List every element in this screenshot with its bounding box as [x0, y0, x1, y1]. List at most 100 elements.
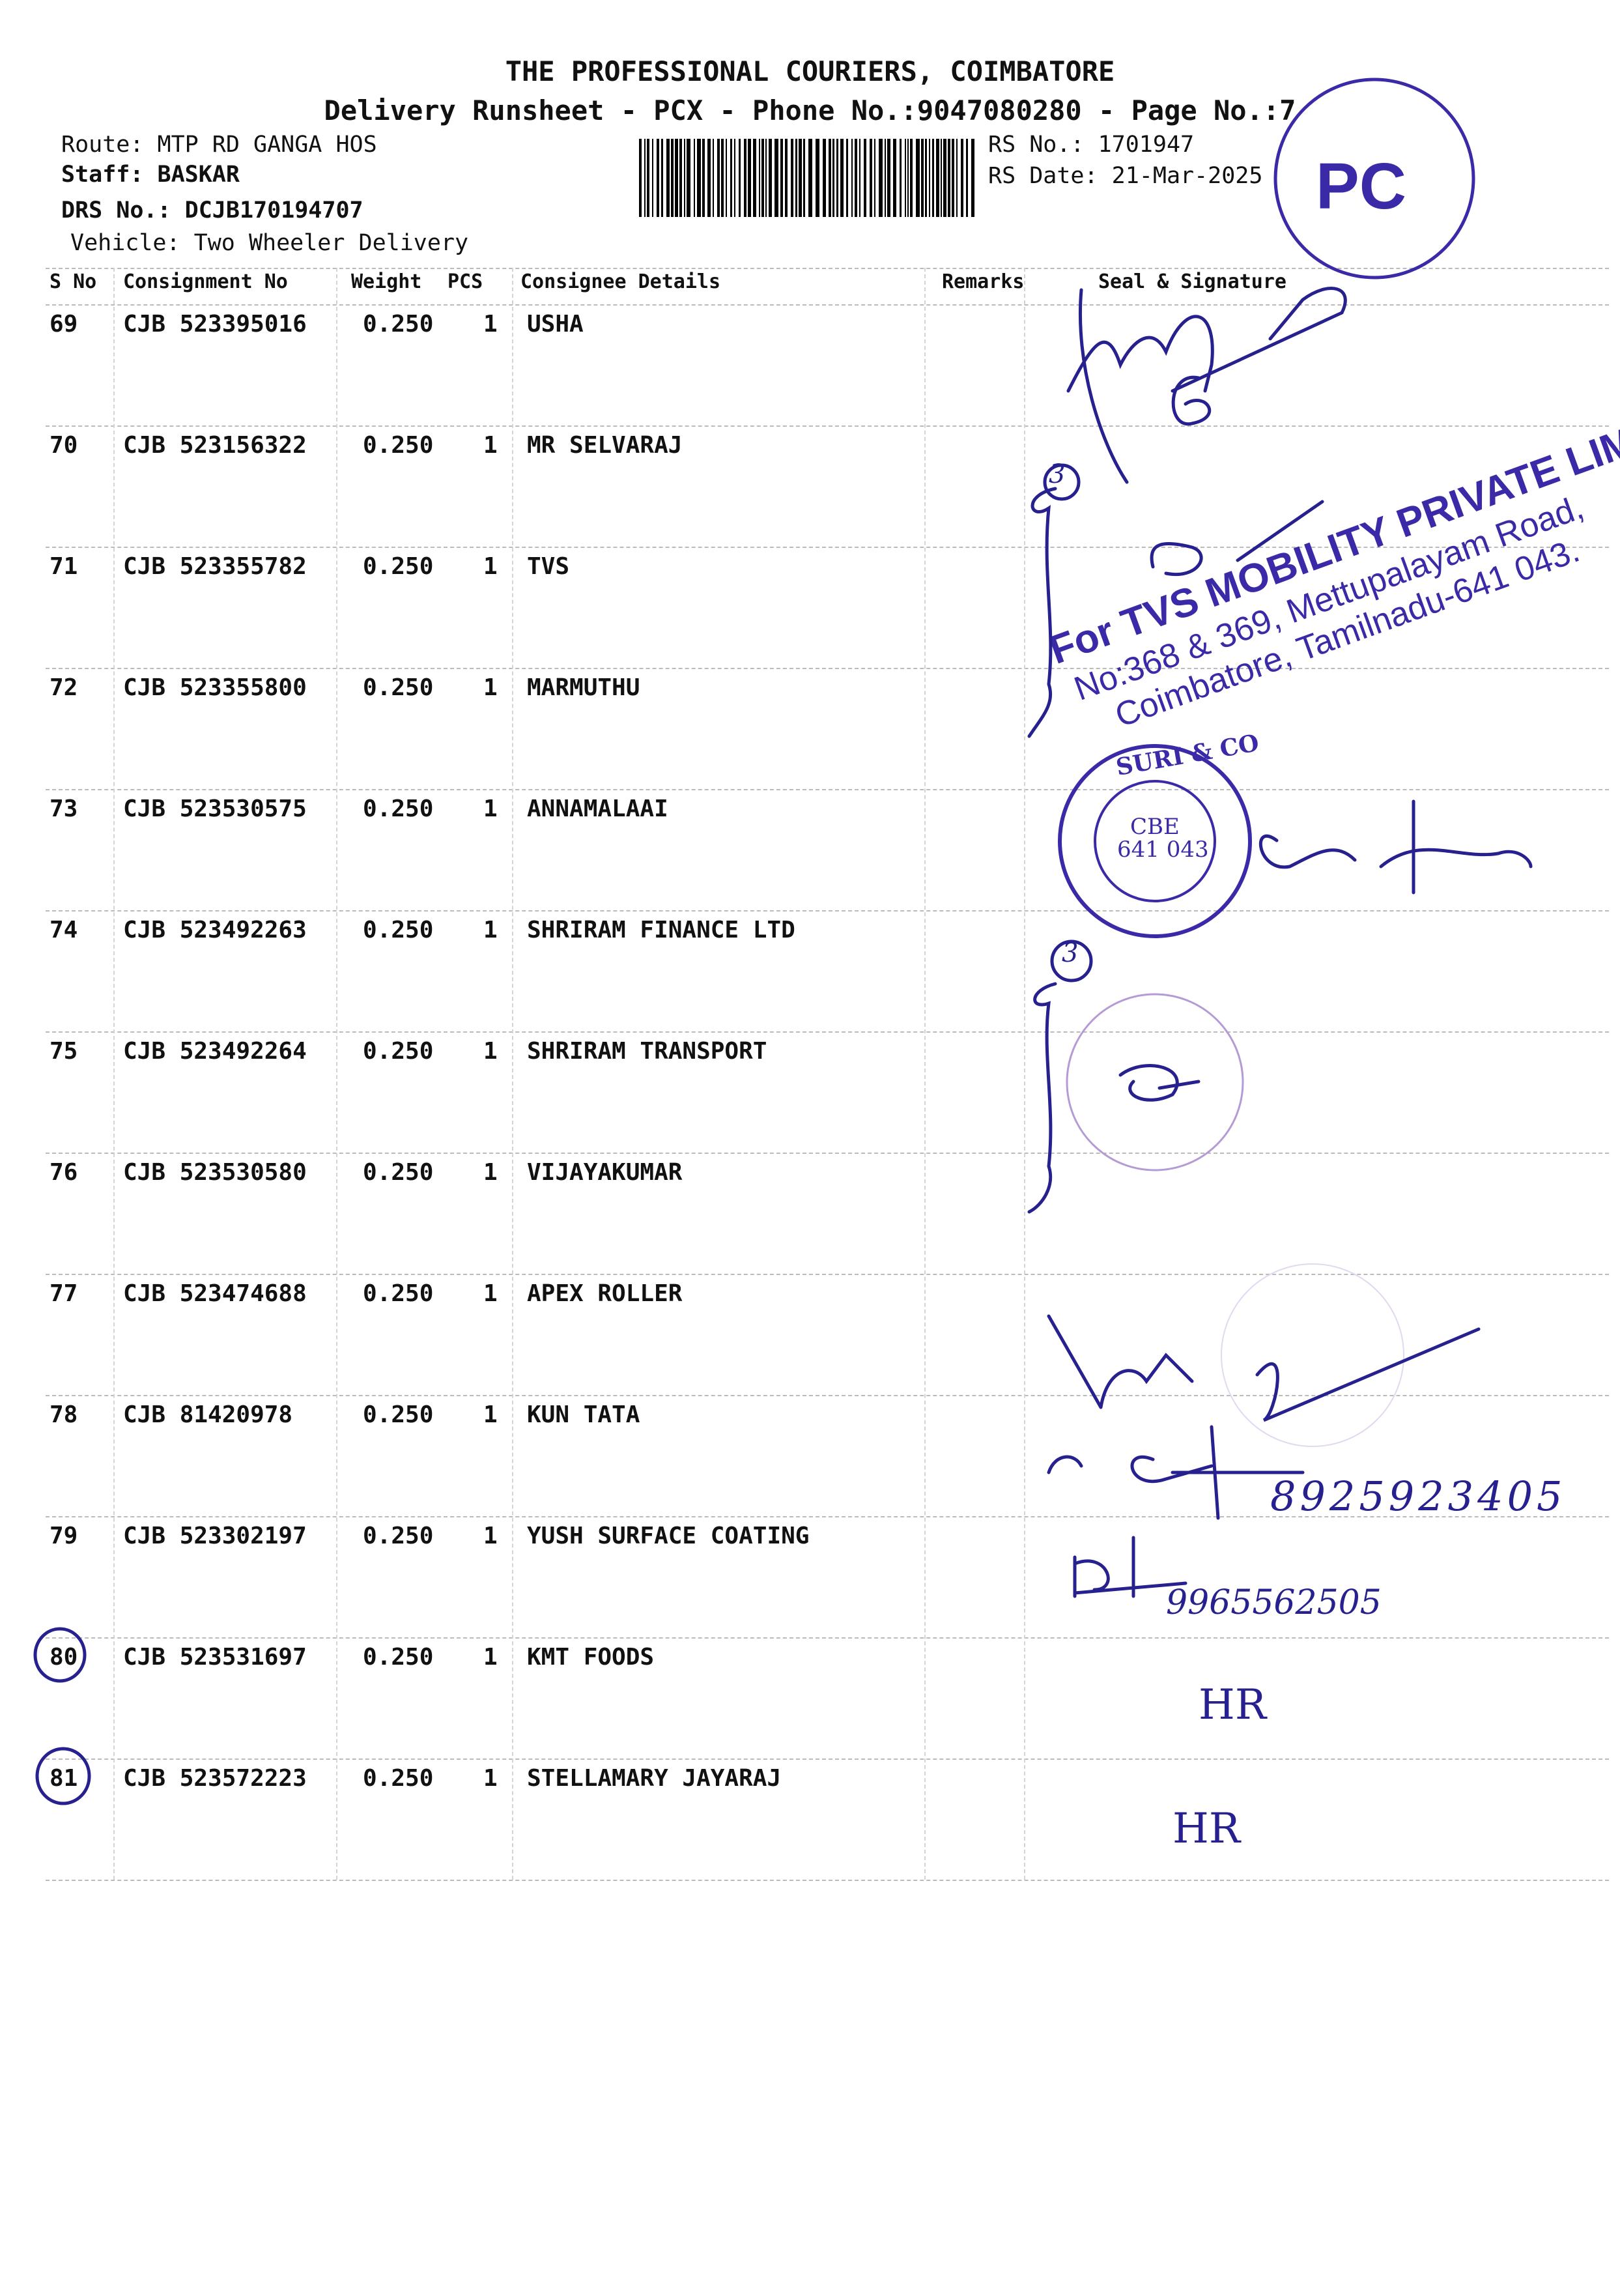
col-header-remarks: Remarks [942, 270, 1025, 293]
cell-consignment: CJB 523395016 [123, 311, 307, 337]
barcode-bar [671, 139, 674, 217]
cell-consignment: CJB 523474688 [123, 1280, 307, 1307]
rs-date-label: RS Date: [988, 163, 1098, 189]
column-divider [512, 268, 513, 1880]
cell-pcs: 1 [483, 917, 498, 943]
cell-consignment: CJB 523530575 [123, 796, 307, 822]
barcode-bar [753, 139, 756, 217]
cell-weight: 0.250 [363, 1159, 434, 1186]
barcode-bar [721, 139, 724, 217]
cell-sno: 70 [50, 432, 78, 459]
barcode-bar [697, 139, 701, 217]
cell-consignee: KMT FOODS [527, 1644, 655, 1671]
row-rule [46, 1153, 1609, 1154]
barcode-bar [730, 139, 732, 217]
rs-no-label: RS No.: [988, 132, 1085, 158]
barcode-bar [832, 139, 834, 217]
barcode-bar [900, 139, 902, 217]
cell-consignment: CJB 523492263 [123, 917, 307, 943]
vehicle-value: Two Wheeler Delivery [193, 230, 469, 256]
row-rule [46, 1395, 1609, 1396]
barcode-bar [661, 139, 663, 217]
cell-consignee: KUN TATA [527, 1401, 640, 1428]
cell-consignee: STELLAMARY JAYARAJ [527, 1765, 782, 1792]
cell-consignment: CJB 523355800 [123, 674, 307, 701]
svg-text:641 043: 641 043 [1117, 837, 1209, 863]
barcode-bar [966, 139, 968, 217]
svg-text:PC: PC [1316, 150, 1406, 223]
cell-sno: 75 [50, 1038, 78, 1065]
cell-consignee: APEX ROLLER [527, 1280, 683, 1307]
cell-pcs: 1 [483, 1765, 498, 1792]
handwritten-hr: HR [1172, 1805, 1240, 1853]
bracket-mark [1027, 982, 1057, 1214]
cell-sno: 77 [50, 1280, 78, 1307]
barcode-bar [943, 139, 946, 217]
signature [1258, 799, 1533, 895]
handwritten-phone: 9965562505 [1166, 1583, 1382, 1622]
cell-consignee: ANNAMALAAI [527, 796, 668, 822]
barcode-bar [647, 139, 649, 217]
barcode-bar [765, 139, 767, 217]
cell-sno: 69 [50, 311, 78, 337]
barcode-bar [952, 139, 954, 217]
col-header-pcs: PCS [448, 270, 483, 293]
barcode-bar [859, 139, 860, 217]
row-rule [46, 910, 1609, 911]
barcode-bar [679, 139, 682, 217]
signature [1066, 288, 1344, 484]
barcode-bar [925, 139, 927, 217]
barcode-bar [639, 139, 642, 217]
column-divider [1024, 268, 1025, 1880]
barcode-bar [823, 139, 826, 217]
row-rule [46, 1880, 1609, 1881]
barcode-bar [916, 139, 920, 217]
barcode-bar [774, 139, 778, 217]
drs-value: DCJB170194707 [184, 197, 363, 223]
barcode-bar [885, 139, 886, 217]
cell-consignment: CJB 523156322 [123, 432, 307, 459]
signatures [33, 287, 1533, 1805]
cell-weight: 0.250 [363, 917, 434, 943]
row-rule [46, 425, 1609, 427]
cell-sno: 74 [50, 917, 78, 943]
cell-pcs: 1 [483, 1038, 498, 1065]
barcode-bar [769, 139, 772, 217]
row-rule [46, 547, 1609, 548]
row-rule [46, 789, 1609, 790]
barcode-bar [780, 139, 783, 217]
cell-consignee: SHRIRAM TRANSPORT [527, 1038, 767, 1065]
cell-consignee: SHRIRAM FINANCE LTD [527, 917, 795, 943]
handwritten-hr: HR [1199, 1681, 1266, 1729]
barcode-bar [905, 139, 906, 217]
route-value: MTP RD GANGA HOS [157, 132, 377, 158]
barcode-bar [799, 139, 802, 217]
barcode-bar [761, 139, 764, 217]
cell-pcs: 1 [483, 674, 498, 701]
cell-sno: 71 [50, 553, 78, 580]
barcode-bar [921, 139, 924, 217]
row-rule [46, 1274, 1609, 1275]
cell-consignee: USHA [527, 311, 584, 337]
cell-consignee: VIJAYAKUMAR [527, 1159, 683, 1186]
route-label: Route: [61, 132, 144, 158]
col-header-sno: S No [50, 270, 97, 293]
cell-weight: 0.250 [363, 311, 434, 337]
faint-stamp [1066, 993, 1244, 1171]
faint-stamp [1221, 1263, 1404, 1447]
barcode-bar [759, 139, 760, 217]
barcode-bar [644, 139, 646, 217]
cell-weight: 0.250 [363, 1038, 434, 1065]
barcode-bar [748, 139, 751, 217]
col-header-weight: Weight [351, 270, 422, 293]
col-header-consignment: Consignment No [123, 270, 288, 293]
cell-sno: 80 [50, 1644, 78, 1671]
signature [1073, 1536, 1187, 1598]
drs-label: DRS No.: [61, 197, 171, 223]
pcx-stamp: PC [1273, 78, 1475, 280]
cell-consignment: CJB 523531697 [123, 1644, 307, 1671]
cell-pcs: 1 [483, 796, 498, 822]
route-field: Route: MTP RD GANGA HOS [61, 132, 377, 158]
row-rule [46, 1516, 1609, 1517]
barcode-bar [785, 139, 788, 217]
